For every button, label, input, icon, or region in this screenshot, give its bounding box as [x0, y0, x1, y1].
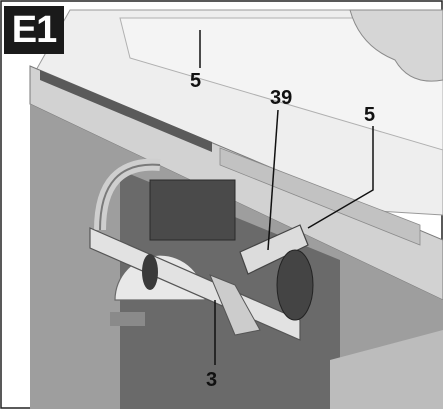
mitre-fence-plate — [209, 274, 261, 336]
fence-extension — [239, 224, 309, 275]
blade-guard — [349, 9, 443, 82]
callout-5-top: 5 — [190, 70, 202, 92]
callout-39: 39 — [270, 87, 293, 109]
motor-block — [149, 179, 236, 241]
leader-39 — [267, 109, 279, 251]
mitre-foot — [110, 312, 145, 326]
callout-5-right: 5 — [364, 104, 376, 126]
clamp-wheel — [276, 249, 314, 321]
bottom-panel — [330, 330, 443, 409]
curved-guide-edge — [99, 163, 161, 231]
rail-scale-strip — [40, 70, 212, 152]
figure-badge: E1 — [4, 6, 64, 54]
rail-hole-strip — [219, 147, 421, 246]
leader-5-right — [307, 126, 374, 229]
knob — [142, 254, 158, 290]
callout-3: 3 — [206, 369, 218, 391]
